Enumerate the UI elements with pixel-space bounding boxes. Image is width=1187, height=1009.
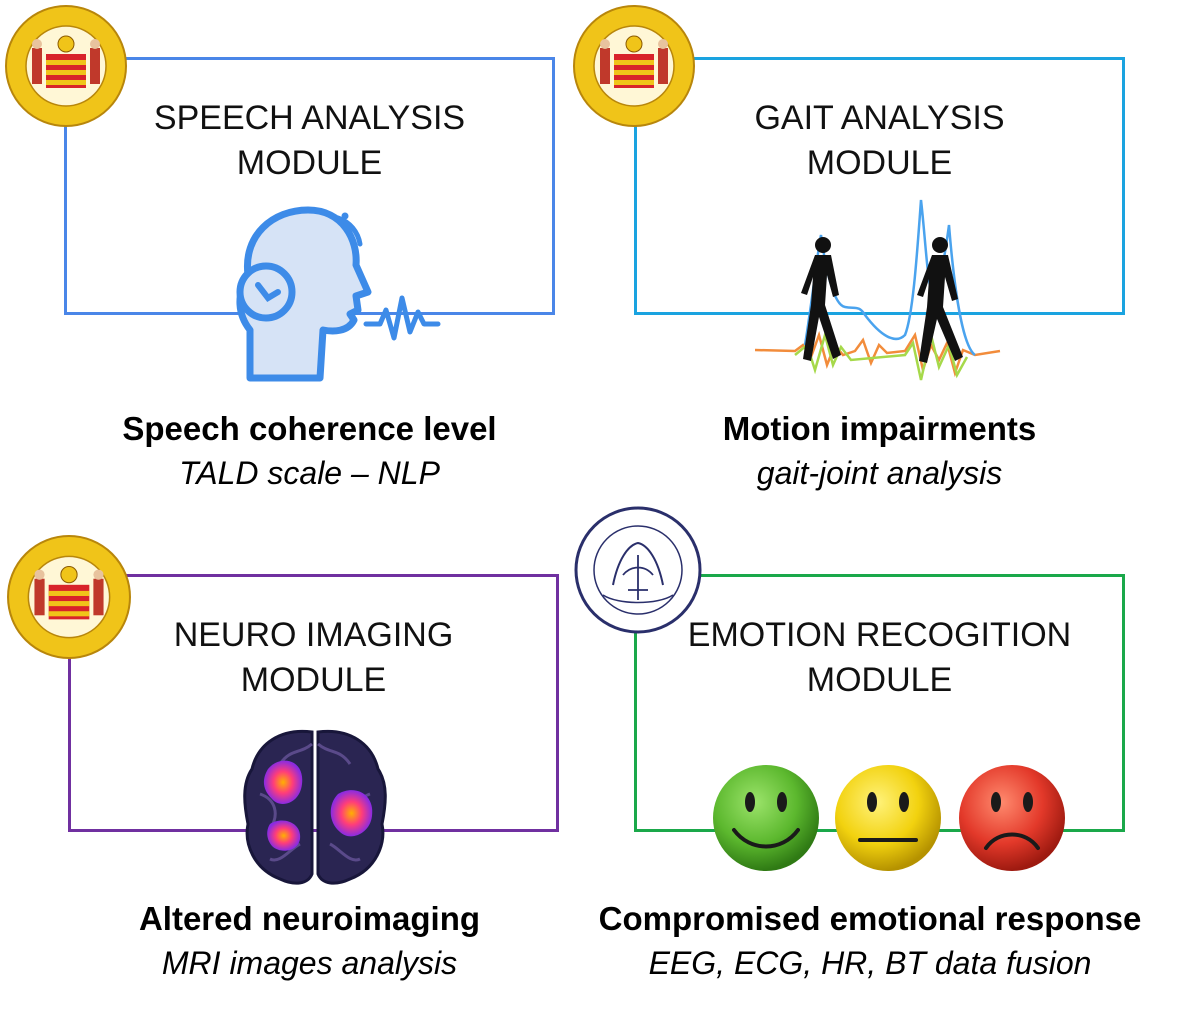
neuro-title-line2: MODULE — [240, 661, 387, 699]
neuro-caption-italic: MRI images analysis — [161, 945, 458, 981]
neuro-caption-bold: Altered neuroimaging — [138, 900, 481, 937]
gait-caption-italic: gait-joint analysis — [756, 455, 1003, 491]
speech-title-line1: SPEECH ANALYSIS — [153, 99, 466, 137]
happy-face-icon — [713, 765, 819, 871]
head-speaking-icon — [236, 206, 441, 382]
gait-module-box — [634, 57, 1125, 315]
neutral-face-icon — [835, 765, 941, 871]
emotion-faces-icon — [713, 765, 1065, 871]
walking-figures-icon — [755, 199, 1001, 381]
sad-face-icon — [959, 765, 1065, 871]
emotion-title-line1: EMOTION RECOGITION — [687, 616, 1072, 654]
napoli-seal-logo — [574, 506, 702, 634]
speech-module-title: SPEECH ANALYSIS MODULE — [64, 96, 555, 186]
gait-caption-bold: Motion impairments — [722, 410, 1037, 447]
salerno-seal-logo — [7, 535, 131, 659]
speech-caption-bold: Speech coherence level — [122, 410, 497, 447]
emotion-title-line2: MODULE — [806, 661, 953, 699]
emotion-module-title: EMOTION RECOGITION MODULE — [634, 613, 1125, 703]
neuro-title-line1: NEURO IMAGING — [173, 616, 454, 654]
gait-title-line2: MODULE — [806, 144, 953, 182]
salerno-seal-logo — [573, 5, 695, 127]
brain-scan-icon — [243, 729, 387, 885]
salerno-seal-logo — [5, 5, 127, 127]
gait-module-title: GAIT ANALYSIS MODULE — [634, 96, 1125, 186]
speech-title-line2: MODULE — [236, 144, 383, 182]
emotion-caption-bold: Compromised emotional response — [598, 900, 1142, 937]
neuro-module-title: NEURO IMAGING MODULE — [68, 613, 559, 703]
emotion-caption-italic: EEG, ECG, HR, BT data fusion — [648, 945, 1092, 981]
speech-caption-italic: TALD scale – NLP — [179, 455, 440, 491]
gait-title-line1: GAIT ANALYSIS — [754, 99, 1005, 137]
